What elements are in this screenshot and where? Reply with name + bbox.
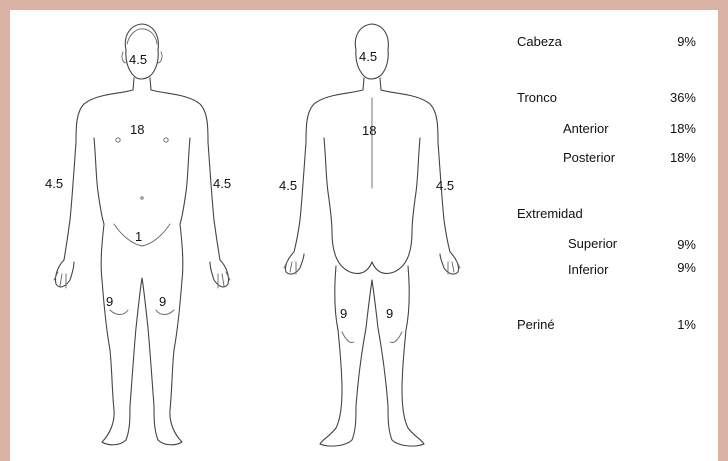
legend-anterior-label: Anterior [563, 121, 609, 136]
legend-cabeza-value: 9% [656, 34, 696, 49]
legend-perine-label: Periné [517, 317, 555, 332]
legend-posterior-value: 18% [656, 150, 696, 165]
legend-perine-value: 1% [656, 317, 696, 332]
legend-tronco-value: 36% [656, 90, 696, 105]
diagram-panel: 4.5 18 4.5 4.5 1 9 9 [10, 10, 718, 461]
legend-superior-value: 9% [656, 237, 696, 252]
legend-anterior-value: 18% [656, 121, 696, 136]
legend-superior-label: Superior [568, 236, 617, 251]
legend-posterior-label: Posterior [563, 150, 615, 165]
legend: Cabeza 9% Tronco 36% Anterior 18% Poster… [10, 10, 718, 461]
legend-tronco-label: Tronco [517, 90, 557, 105]
legend-inferior-label: Inferior [568, 262, 608, 277]
legend-extremidad-label: Extremidad [517, 206, 583, 221]
legend-cabeza-label: Cabeza [517, 34, 562, 49]
legend-inferior-value: 9% [656, 260, 696, 275]
